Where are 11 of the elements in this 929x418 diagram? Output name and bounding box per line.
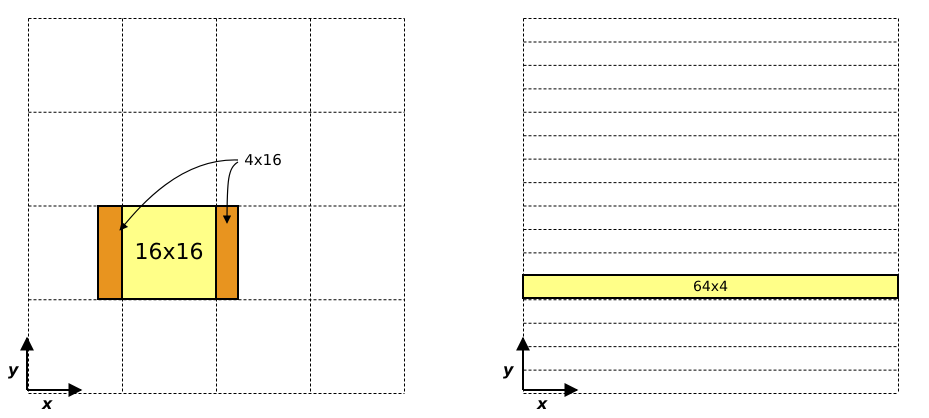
strip-block	[215, 205, 239, 300]
x-axis-label: x	[537, 396, 548, 412]
block-bar: 64x4	[522, 274, 899, 299]
strip-block	[97, 205, 123, 300]
x-axis-label: x	[42, 396, 52, 412]
leader-line	[119, 159, 238, 231]
dimension-label: 4x16	[238, 150, 288, 170]
y-axis-label: y	[503, 362, 514, 378]
y-axis-label: y	[8, 362, 18, 378]
leader-line	[222, 162, 238, 224]
block-rectangle: 16x16	[121, 205, 217, 300]
